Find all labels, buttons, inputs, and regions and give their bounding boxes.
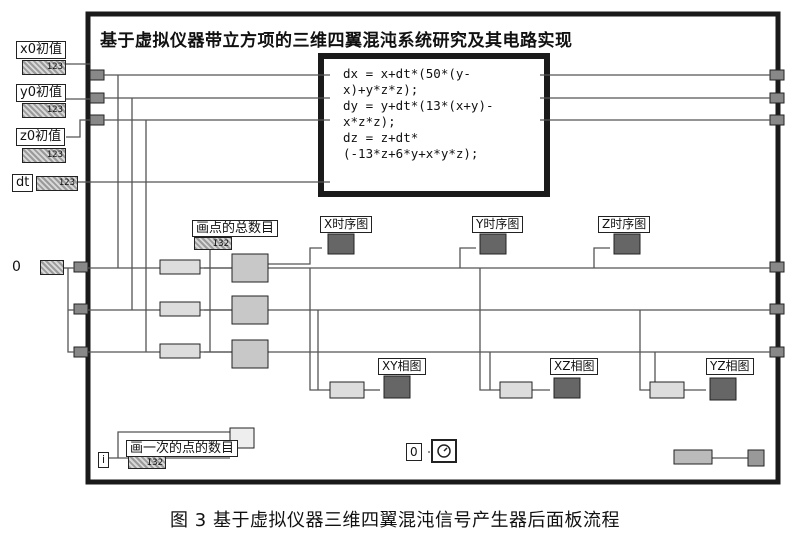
y-time-graph-label: Y时序图 bbox=[472, 216, 524, 233]
loop-iteration-terminal: i bbox=[98, 452, 110, 468]
build-waveform-1 bbox=[231, 253, 269, 283]
x-time-graph-label: X时序图 bbox=[320, 216, 373, 233]
shift-register-right-5 bbox=[769, 303, 785, 315]
wait-constant: 0 bbox=[406, 443, 422, 461]
wire-xz-1 bbox=[479, 268, 500, 391]
wire-to-ztime bbox=[593, 247, 610, 268]
wire-xy-1 bbox=[309, 268, 330, 391]
init-constant: 0 bbox=[12, 259, 21, 275]
shift-register-right-4 bbox=[769, 261, 785, 273]
z-time-graph-label: Z时序图 bbox=[598, 216, 651, 233]
xz-phase-graph-label: XZ相图 bbox=[550, 358, 599, 375]
wire-z0 bbox=[66, 119, 90, 138]
shift-register-y bbox=[89, 92, 105, 104]
y0-label: y0初值 bbox=[16, 84, 66, 102]
formula-node-frame bbox=[318, 53, 550, 197]
y0-numeric[interactable]: 123 bbox=[22, 103, 66, 118]
build-waveform-2 bbox=[231, 295, 269, 325]
dt-numeric[interactable]: 123 bbox=[36, 176, 78, 191]
stop-indicator bbox=[673, 449, 713, 465]
z0-label: z0初值 bbox=[16, 128, 66, 146]
wire-to-ytime bbox=[459, 247, 476, 268]
build-waveform-3 bbox=[231, 339, 269, 369]
xy-terminal bbox=[383, 375, 411, 399]
shift-register-init-2 bbox=[73, 303, 89, 315]
bundle-node-2 bbox=[159, 301, 201, 317]
yz-phase-graph-label: YZ相图 bbox=[706, 358, 754, 375]
bundle-node-1 bbox=[159, 259, 201, 275]
xy-phase-graph-label: XY相图 bbox=[378, 358, 426, 375]
init-constant-box bbox=[40, 260, 64, 275]
stop-terminal bbox=[747, 449, 765, 467]
total-points-label: 画点的总数目 bbox=[192, 220, 279, 237]
wait-clock-icon bbox=[437, 444, 451, 458]
wire-init-branch bbox=[67, 268, 74, 353]
x0-label: x0初值 bbox=[16, 41, 66, 59]
wait-clock-hand bbox=[443, 447, 448, 452]
shift-register-right-6 bbox=[769, 346, 785, 358]
ytime-terminal bbox=[479, 233, 507, 255]
xtime-terminal bbox=[327, 233, 355, 255]
bundle-node-3 bbox=[159, 343, 201, 359]
bundle-xy bbox=[329, 381, 365, 399]
xz-terminal bbox=[553, 377, 581, 399]
yz-terminal bbox=[709, 377, 737, 401]
shift-register-right-3 bbox=[769, 114, 785, 126]
x0-numeric[interactable]: 123 bbox=[22, 60, 66, 75]
shift-register-z bbox=[89, 114, 105, 126]
total-points-numeric[interactable]: I32 bbox=[194, 237, 232, 250]
figure-caption: 图 3 基于虚拟仪器三维四翼混沌信号产生器后面板流程 bbox=[170, 510, 620, 531]
shift-register-right-2 bbox=[769, 92, 785, 104]
formula-text: dx = x+dt*(50*(y-x)+y*z*z); dy = y+dt*(1… bbox=[343, 66, 494, 161]
shift-register-x bbox=[89, 69, 105, 81]
bundle-xz bbox=[499, 381, 533, 399]
bundle-yz bbox=[649, 381, 685, 399]
dt-label: dt bbox=[12, 174, 34, 192]
shift-register-init-1 bbox=[73, 261, 89, 273]
while-loop-frame bbox=[85, 11, 781, 485]
shift-register-right-1 bbox=[769, 69, 785, 81]
per-draw-numeric[interactable]: I32 bbox=[128, 456, 166, 469]
shift-register-init-3 bbox=[73, 346, 89, 358]
z0-numeric[interactable]: 123 bbox=[22, 148, 66, 163]
per-draw-label: 画一次的点的数目 bbox=[126, 440, 239, 457]
wire-per-draw-up bbox=[117, 431, 230, 458]
diagram-title: 基于虚拟仪器带立方项的三维四翼混沌系统研究及其电路实现 bbox=[100, 31, 573, 51]
wire-yz-1 bbox=[639, 310, 650, 391]
ztime-terminal bbox=[613, 233, 641, 255]
wire-to-xtime bbox=[268, 247, 322, 265]
